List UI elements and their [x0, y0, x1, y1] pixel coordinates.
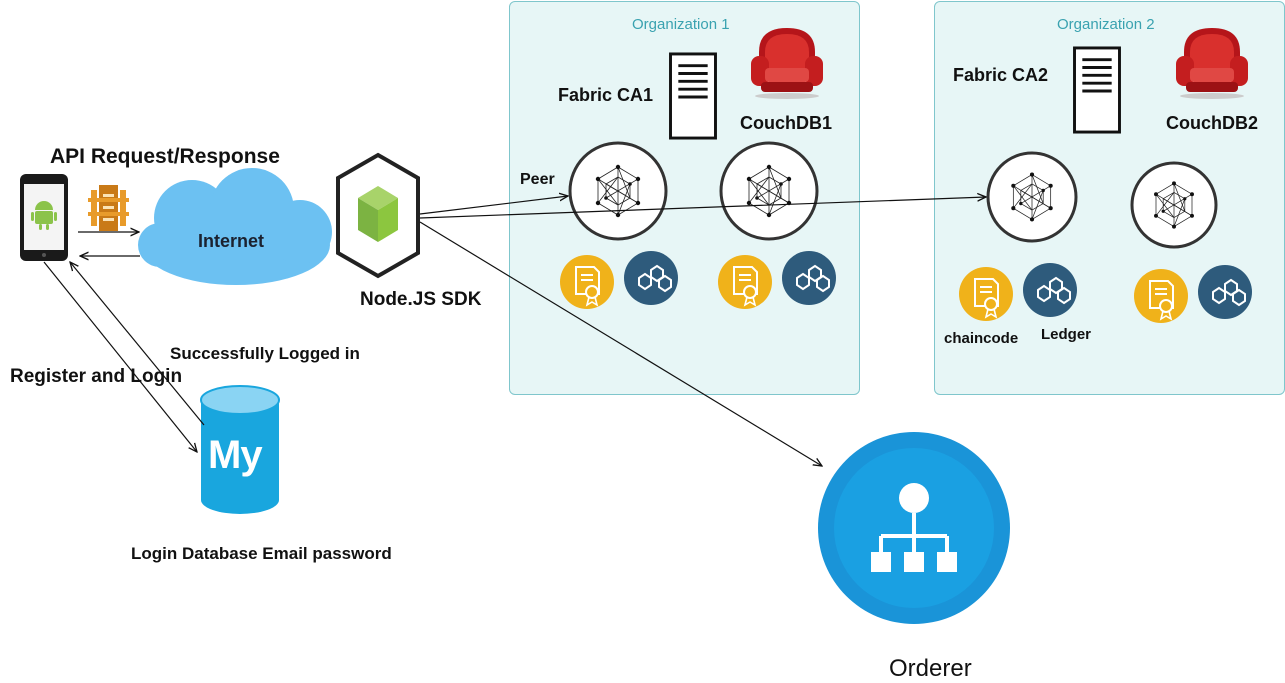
org1-chaincode1-icon — [559, 254, 615, 310]
orderer-icon — [818, 432, 1010, 624]
fabric-ca2-server-icon — [1073, 46, 1121, 134]
org2-peer1-icon — [986, 151, 1078, 243]
sdk-to-org1-peer-arrow — [419, 196, 568, 215]
couchdb2-label: CouchDB2 — [1166, 113, 1259, 133]
phone-to-database-arrow — [43, 261, 197, 452]
internet-label: Internet — [198, 231, 265, 251]
fabric-ca2-label: Fabric CA2 — [953, 65, 1049, 85]
org1-peer2-icon — [719, 141, 819, 241]
sdk-label: Node.JS SDK — [360, 289, 482, 310]
sdk-to-org2-peer-arrow — [419, 197, 986, 219]
couchdb1-label: CouchDB1 — [740, 113, 833, 133]
orderer-label: Orderer — [889, 655, 972, 682]
register-label: Register and Login — [10, 366, 183, 387]
mysql-database-icon — [200, 385, 280, 514]
nodejs-sdk-icon — [336, 152, 420, 279]
api-label: API Request/Response — [50, 145, 280, 168]
couchdb1-icon — [751, 28, 823, 99]
fabric-ca1-label: Fabric CA1 — [558, 85, 654, 105]
database-to-phone-arrow — [70, 262, 205, 426]
android-phone-icon — [20, 174, 68, 261]
database-label: Login Database Email password — [131, 544, 392, 563]
internet-cloud-icon — [138, 168, 332, 285]
api-gateway-icon — [88, 185, 129, 231]
organization-1-title: Organization 1 — [632, 16, 730, 33]
peer-label: Peer — [520, 171, 555, 188]
chaincode-label: chaincode — [944, 330, 1019, 347]
org1-chaincode2-icon — [717, 254, 773, 310]
org1-ledger1-icon — [623, 250, 679, 306]
org1-ledger2-icon — [781, 250, 837, 306]
sdk-to-orderer-arrow — [419, 221, 822, 466]
org2-ledger2-icon — [1197, 264, 1253, 320]
logged-in-label: Successfully Logged in — [170, 344, 360, 363]
org2-ledger1-icon — [1022, 262, 1078, 318]
org2-chaincode2-icon — [1133, 268, 1189, 324]
org2-chaincode1-icon — [958, 266, 1014, 322]
couchdb2-icon — [1176, 28, 1248, 99]
org2-peer2-icon — [1130, 161, 1218, 249]
ledger-label: Ledger — [1041, 326, 1092, 343]
organization-2-title: Organization 2 — [1057, 16, 1155, 33]
org1-peer1-icon — [568, 141, 668, 241]
database-logo-text: My — [208, 433, 263, 477]
fabric-ca1-server-icon — [669, 52, 717, 140]
